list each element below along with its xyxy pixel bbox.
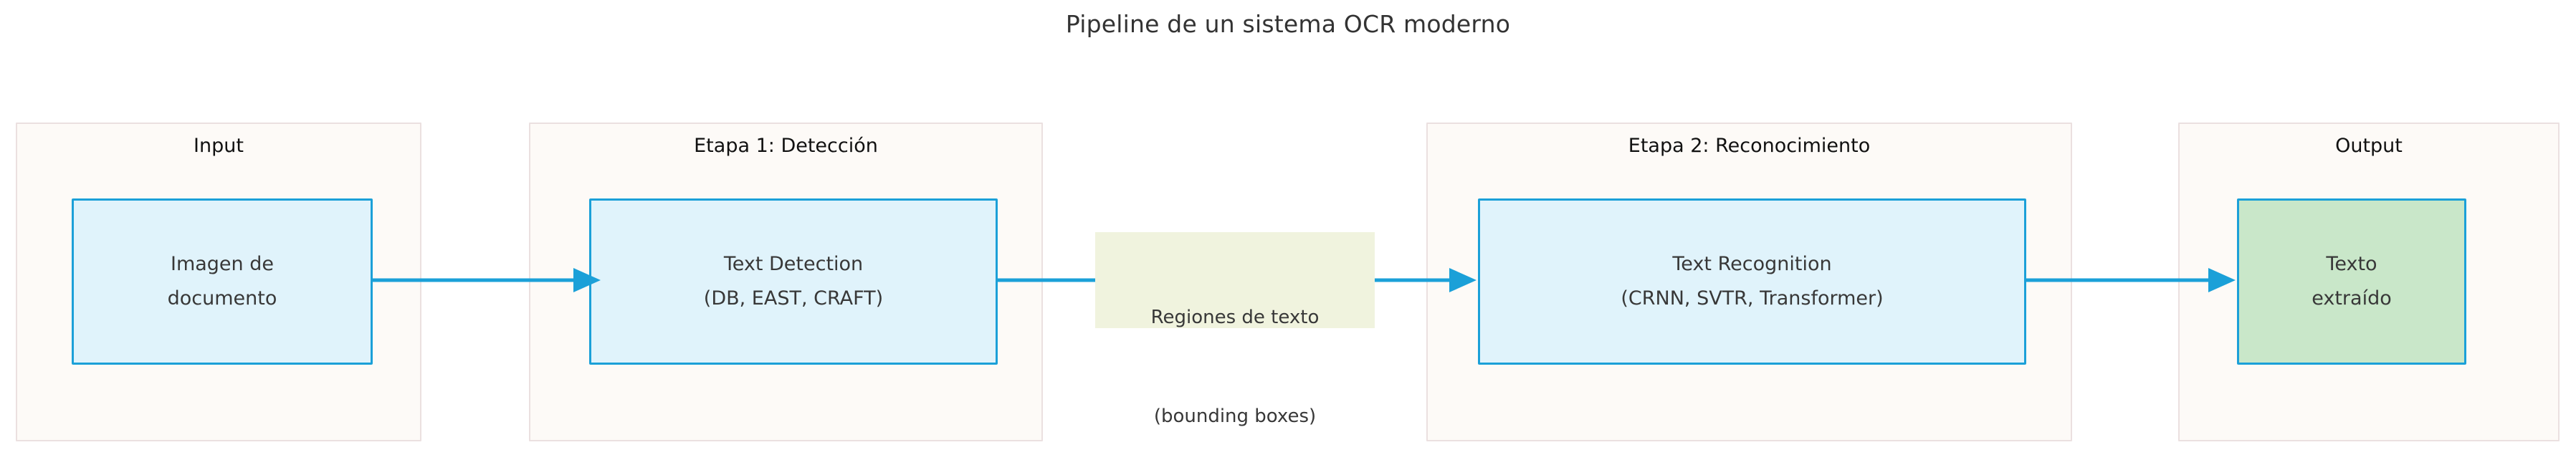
cluster-output: Output Texto extraído: [2178, 123, 2560, 441]
node-line-2: (CRNN, SVTR, Transformer): [1621, 287, 1884, 310]
node-text-recognition[interactable]: Text Recognition (CRNN, SVTR, Transforme…: [1478, 198, 2026, 365]
node-line-2: extraído: [2312, 287, 2392, 310]
cluster-etapa-1-deteccion: Etapa 1: Detección Text Detection (DB, E…: [529, 123, 1043, 441]
edge-label-line-2: (bounding boxes): [1153, 406, 1317, 427]
edge-label-line-1: Regiones de texto: [1150, 307, 1320, 328]
node-line-1: Imagen de: [170, 253, 274, 275]
cluster-label-output: Output: [2335, 135, 2403, 157]
cluster-label-input: Input: [194, 135, 244, 157]
node-texto-extraido[interactable]: Texto extraído: [2237, 198, 2466, 365]
node-line-2: (DB, EAST, CRAFT): [703, 287, 884, 310]
cluster-input: Input Imagen de documento: [16, 123, 421, 441]
node-line-1: Texto: [2326, 253, 2377, 275]
node-line-1: Text Detection: [723, 253, 864, 275]
cluster-label-etapa-2: Etapa 2: Reconocimiento: [1628, 135, 1871, 157]
cluster-label-etapa-1: Etapa 1: Detección: [694, 135, 878, 157]
cluster-etapa-2-reconocimiento: Etapa 2: Reconocimiento Text Recognition…: [1426, 123, 2072, 441]
node-line-1: Text Recognition: [1672, 253, 1832, 275]
node-text-detection[interactable]: Text Detection (DB, EAST, CRAFT): [589, 198, 998, 365]
diagram-title: Pipeline de un sistema OCR moderno: [1065, 10, 1511, 38]
node-line-2: documento: [167, 287, 277, 310]
node-imagen-documento[interactable]: Imagen de documento: [72, 198, 373, 365]
edge-label-regiones-de-texto: Regiones de texto (bounding boxes): [1095, 232, 1375, 427]
